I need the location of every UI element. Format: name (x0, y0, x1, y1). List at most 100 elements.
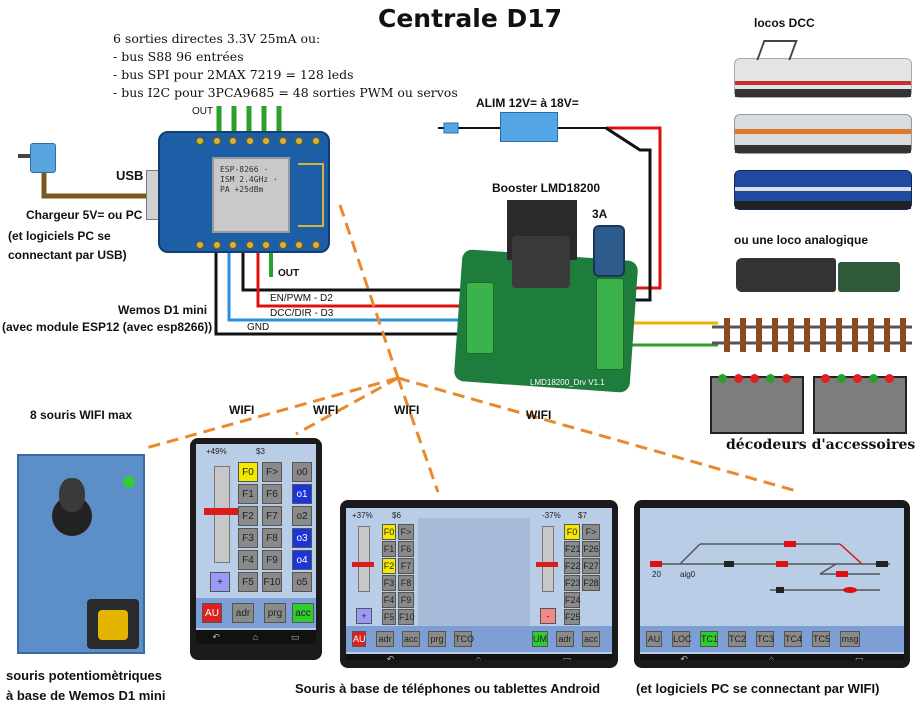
f-key[interactable]: F27 (582, 558, 600, 574)
plus-button[interactable]: + (210, 572, 230, 592)
f-key[interactable]: F> (582, 524, 600, 540)
o-key[interactable]: o4 (292, 550, 312, 570)
home-icon: ⌂ (475, 654, 482, 660)
gnd-label: GND (247, 322, 270, 333)
f-key[interactable]: F22 (564, 558, 581, 574)
f-key[interactable]: F28 (582, 575, 600, 591)
au-button[interactable]: AU (352, 631, 366, 647)
loc-button[interactable]: LOC (672, 631, 692, 647)
pot-mouse-label-2: à base de Wemos D1 mini (6, 688, 166, 703)
tco-button[interactable]: TCO (454, 631, 474, 647)
right-throttle-slider[interactable] (542, 526, 554, 592)
f-key[interactable]: F1 (238, 484, 258, 504)
left-address: $6 (392, 511, 401, 520)
left-throttle-handle[interactable] (352, 562, 374, 567)
f-key[interactable]: F8 (398, 575, 414, 591)
f-key[interactable]: F0 (564, 524, 580, 540)
speed-readout: +49% (206, 447, 227, 456)
f-key[interactable]: F24 (564, 592, 581, 608)
prg-button[interactable]: prg (428, 631, 446, 647)
f-key[interactable]: F3 (238, 528, 258, 548)
f-key[interactable]: F9 (398, 592, 414, 608)
f-key[interactable]: F25 (564, 609, 581, 625)
board-name: LMD18200_Drv V1.1 (530, 378, 605, 387)
f-key[interactable]: F6 (398, 541, 414, 557)
f-key[interactable]: F21 (564, 541, 581, 557)
f-key[interactable]: F> (398, 524, 414, 540)
knob-icon[interactable] (59, 478, 85, 512)
o-key[interactable]: o0 (292, 462, 312, 482)
alim-label: ALIM 12V= à 18V= (476, 96, 579, 110)
f-key[interactable]: F23 (564, 575, 581, 591)
f-key[interactable]: F> (262, 462, 282, 482)
pc-usb-label-1: (et logiciels PC se (8, 229, 111, 243)
msg-button[interactable]: msg (840, 631, 860, 647)
track-label: aig0 (680, 570, 696, 579)
o-key[interactable]: o5 (292, 572, 312, 592)
terminal-block-right (596, 278, 624, 370)
recents-icon: ▭ (562, 653, 572, 661)
f-key[interactable]: F7 (398, 558, 414, 574)
f-key[interactable]: F3 (382, 575, 396, 591)
adr-button[interactable]: adr (376, 631, 394, 647)
charger-label: Chargeur 5V= ou PC (26, 208, 143, 222)
f-key[interactable]: F10 (262, 572, 282, 592)
power-supply (500, 112, 558, 142)
f-key[interactable]: F5 (382, 609, 396, 625)
prg-button[interactable]: prg (264, 603, 286, 623)
f-key[interactable]: F0 (238, 462, 258, 482)
f-key[interactable]: F0 (382, 524, 396, 540)
left-throttle-slider[interactable] (358, 526, 370, 592)
loco-dcc-3 (734, 170, 912, 210)
wemos-module-label: (avec module ESP12 (avec esp8266)) (2, 320, 213, 334)
charger-cable (18, 154, 30, 158)
tc1-button[interactable]: TC1 (700, 631, 718, 647)
back-icon: ↶ (212, 631, 220, 642)
f-key[interactable]: F5 (238, 572, 258, 592)
pc-usb-label-2: connectant par USB) (8, 248, 127, 262)
au-button[interactable]: AU (646, 631, 662, 647)
o-key[interactable]: o3 (292, 528, 312, 548)
f-key[interactable]: F1 (382, 541, 396, 557)
specs-block: 6 sorties directes 3.3V 25mA ou: - bus S… (113, 30, 458, 102)
page-title: Centrale D17 (378, 4, 563, 33)
f-key[interactable]: F26 (582, 541, 600, 557)
spec-line: - bus I2C pour 3PCA9685 = 48 sorties PWM… (113, 85, 458, 100)
f-key[interactable]: F9 (262, 550, 282, 570)
android-label: Souris à base de téléphones ou tablettes… (295, 681, 601, 696)
tablet-device: +37% $6 + F0 F> F1 F6 F2 F7 F3 F8 F4 F9 … (340, 500, 618, 668)
charger-plug (30, 143, 56, 173)
f-key[interactable]: F10 (398, 609, 415, 625)
tc4-button[interactable]: TC4 (784, 631, 802, 647)
f-key[interactable]: F8 (262, 528, 282, 548)
analog-loco-label: ou une loco analogique (734, 233, 869, 247)
um-button[interactable]: UM (532, 631, 548, 647)
mouse-button[interactable] (98, 610, 128, 640)
adr-button[interactable]: adr (556, 631, 574, 647)
throttle-handle[interactable] (204, 508, 238, 515)
o-key[interactable]: o2 (292, 506, 312, 526)
right-throttle-handle[interactable] (536, 562, 558, 567)
f-key[interactable]: F2 (382, 558, 396, 574)
right-speed: -37% (542, 511, 561, 520)
tc2-button[interactable]: TC2 (728, 631, 746, 647)
au-button[interactable]: AU (202, 603, 222, 623)
adr-button[interactable]: adr (232, 603, 254, 623)
acc-button[interactable]: acc (402, 631, 420, 647)
tc5-button[interactable]: TC5 (812, 631, 830, 647)
f-key[interactable]: F7 (262, 506, 282, 526)
f-key[interactable]: F4 (238, 550, 258, 570)
tc3-button[interactable]: TC3 (756, 631, 774, 647)
acc-button[interactable]: acc (582, 631, 600, 647)
f-key[interactable]: F6 (262, 484, 282, 504)
o-key[interactable]: o1 (292, 484, 312, 504)
f-key[interactable]: F4 (382, 592, 396, 608)
f-key[interactable]: F2 (238, 506, 258, 526)
terminal-block-left (466, 282, 494, 354)
alim-red (606, 126, 662, 290)
plus-button[interactable]: + (356, 608, 372, 624)
acc-button[interactable]: acc (292, 603, 314, 623)
pantograph-icon (756, 40, 798, 60)
minus-button[interactable]: - (540, 608, 556, 624)
